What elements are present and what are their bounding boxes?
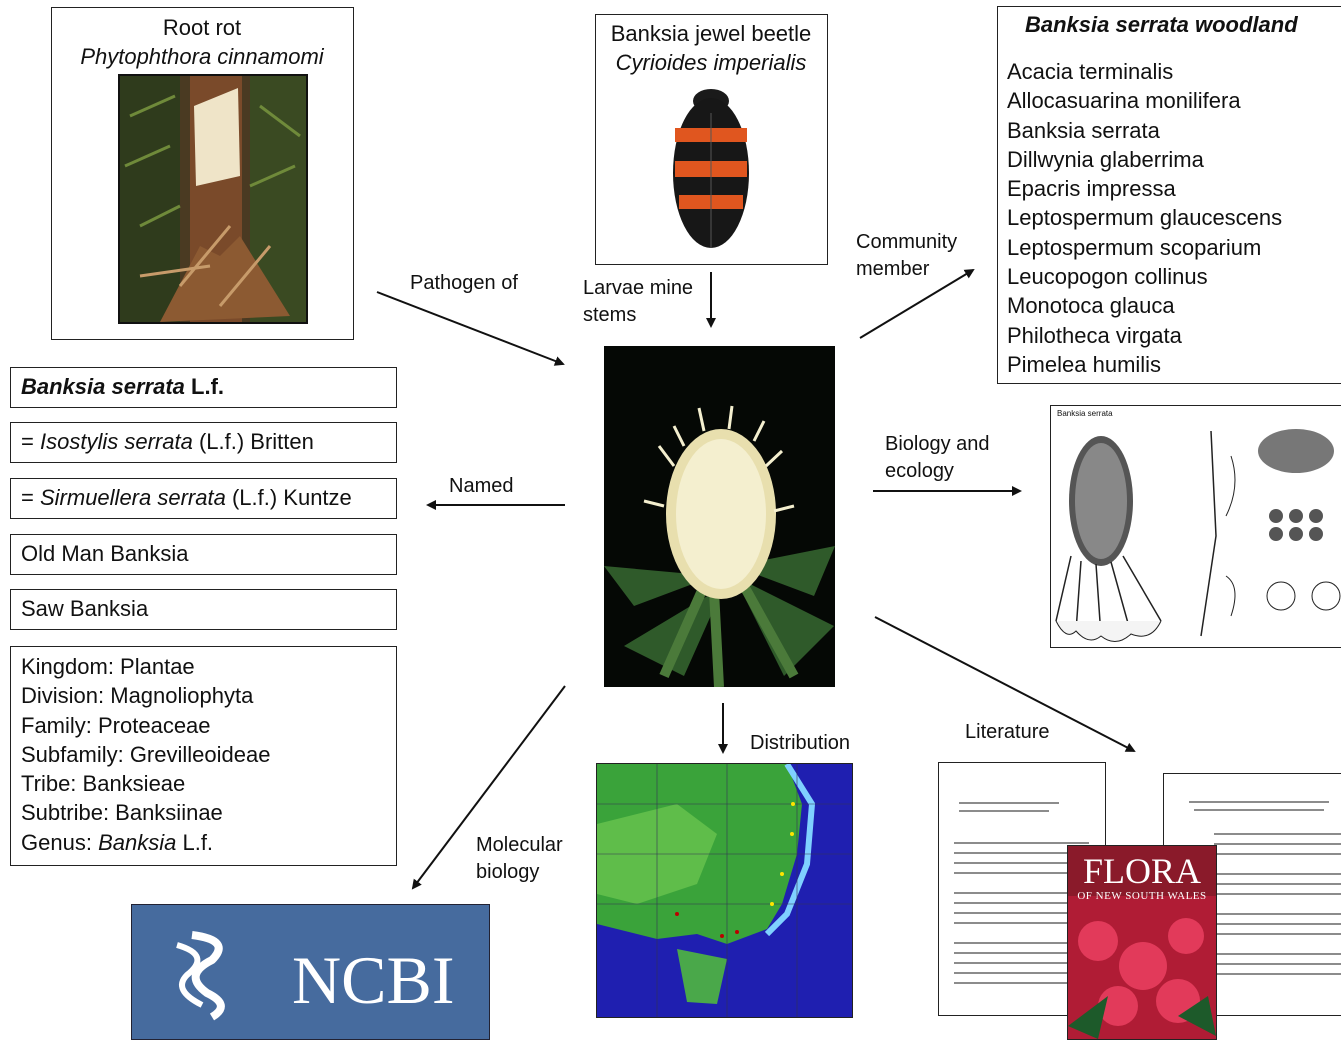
label-literature: Literature: [965, 721, 1050, 743]
root-rot-photo: [118, 74, 308, 324]
synonym-sirmuellera-box: = Sirmuellera serrata (L.f.) Kuntze: [10, 478, 397, 519]
botanical-drawing: Banksia serrata: [1050, 405, 1341, 648]
label-pathogen: Pathogen of: [410, 272, 518, 294]
list-item: Leptospermum glaucescens: [1007, 205, 1283, 231]
list-item: Banksia serrata: [1007, 117, 1160, 143]
label-named: Named: [449, 475, 514, 497]
list-item: Leucopogon collinus: [1007, 264, 1208, 290]
list-item: Allocasuarina monilifera: [1007, 88, 1241, 114]
list-item: Pimelea humilis: [1007, 351, 1162, 377]
banksia-central-photo: [604, 346, 835, 687]
ncbi-logo: NCBI: [131, 904, 490, 1040]
common-name-old-man-box: Old Man Banksia: [10, 534, 397, 575]
drawing-title: Banksia serrata: [1057, 409, 1113, 418]
ncbi-text: NCBI: [292, 942, 455, 1018]
arrow-pathogen: [376, 291, 565, 366]
distribution-map: [596, 763, 853, 1018]
taxonomy-box: Kingdom: Plantae Division: Magnoliophyta…: [10, 646, 397, 866]
label-distribution: Distribution: [750, 732, 851, 754]
list-item: Philotheca virgata: [1007, 322, 1182, 348]
beetle-scientific-name: Cyrioides imperialis: [615, 50, 807, 75]
taxonomy-tribe: Tribe: Banksieae: [21, 771, 186, 797]
beetle-caption: Banksia jewel beetle Cyrioides imperiali…: [596, 19, 826, 77]
list-item: Epacris impressa: [1007, 176, 1176, 202]
accepted-name-box: Banksia serrata L.f.: [10, 367, 397, 408]
root-rot-scientific-name: Phytophthora cinnamomi: [80, 44, 324, 69]
beetle-box: Banksia jewel beetle Cyrioides imperiali…: [595, 14, 828, 265]
list-item: Monotoca glauca: [1007, 293, 1175, 319]
taxonomy-division: Division: Magnoliophyta: [21, 683, 254, 709]
beetle-common-name: Banksia jewel beetle: [610, 21, 812, 46]
taxonomy-family: Family: Proteaceae: [21, 712, 211, 738]
arrow-molecular: [411, 685, 566, 890]
taxonomy-subfamily: Subfamily: Grevilleoideae: [21, 741, 271, 767]
root-rot-caption: Root rot Phytophthora cinnamomi: [52, 13, 352, 71]
flora-title: FLORA: [1082, 851, 1202, 891]
taxonomy-kingdom: Kingdom: Plantae: [21, 654, 195, 679]
common-name-saw-box: Saw Banksia: [10, 589, 397, 630]
flora-subtitle: OF NEW SOUTH WALES: [1077, 890, 1207, 902]
woodland-species-box: Banksia serrata woodland Acacia terminal…: [997, 6, 1341, 384]
list-item: Acacia terminalis: [1007, 59, 1174, 84]
ncbi-helix-icon: [191, 931, 225, 1021]
root-rot-box: Root rot Phytophthora cinnamomi: [51, 7, 354, 340]
root-rot-common-name: Root rot: [162, 15, 242, 40]
arrow-literature: [874, 616, 1136, 752]
beetle-photo: [651, 83, 771, 258]
woodland-title: Banksia serrata woodland: [1025, 12, 1298, 37]
flora-nsw-book-cover: FLORA OF NEW SOUTH WALES: [1067, 845, 1217, 1040]
woodland-species-list: Acacia terminalis Allocasuarina monilife…: [1007, 57, 1282, 379]
synonym-isostylis-box: = Isostylis serrata (L.f.) Britten: [10, 422, 397, 463]
list-item: Dillwynia glaberrima: [1007, 146, 1204, 172]
taxonomy-subtribe: Subtribe: Banksiinae: [21, 800, 223, 826]
taxonomy-genus: Genus: Banksia L.f.: [21, 829, 214, 855]
arrow-community: [859, 268, 975, 339]
list-item: Leptospermum scoparium: [1007, 234, 1262, 260]
